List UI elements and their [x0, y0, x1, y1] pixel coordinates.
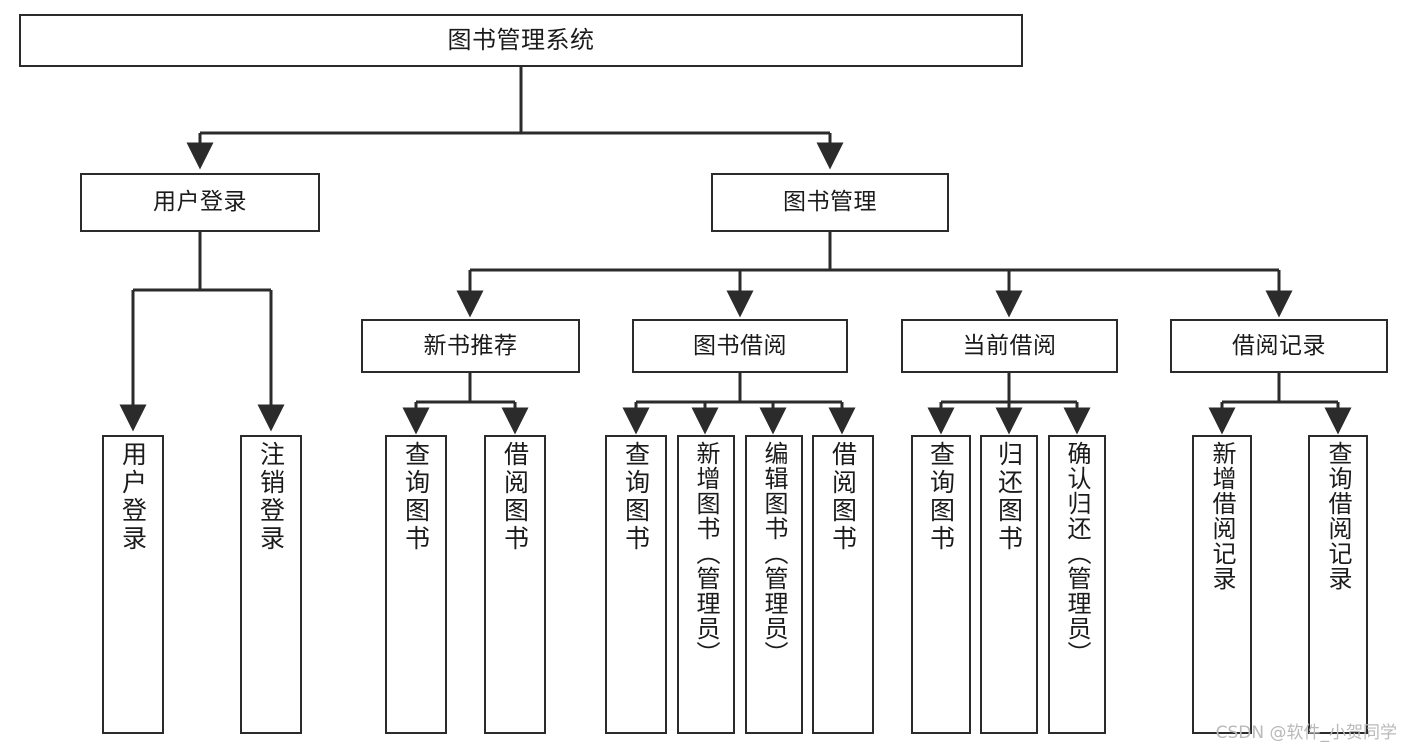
node-book-borrow[interactable]: 图书借阅 — [632, 319, 848, 373]
node-leaf-add-book-label: 新增图书（管理员） — [692, 441, 720, 666]
node-leaf-query-book-3-label: 查询图书 — [926, 441, 956, 553]
node-leaf-borrow-book-1[interactable]: 借阅图书 — [484, 435, 546, 734]
node-current-borrow[interactable]: 当前借阅 — [901, 319, 1118, 373]
node-leaf-borrow-book-1-label: 借阅图书 — [500, 441, 530, 553]
node-leaf-user-login-label: 用户登录 — [118, 441, 148, 553]
node-leaf-query-record[interactable]: 查询借阅记录 — [1308, 435, 1368, 734]
node-user-login-label: 用户登录 — [153, 189, 247, 216]
node-leaf-confirm-return-label: 确认归还（管理员） — [1063, 441, 1091, 666]
node-book-manage[interactable]: 图书管理 — [711, 173, 949, 232]
node-root-label: 图书管理系统 — [447, 25, 595, 54]
node-leaf-query-book-2[interactable]: 查询图书 — [605, 435, 667, 734]
node-leaf-edit-book-label: 编辑图书（管理员） — [760, 441, 788, 666]
node-new-book-recommend[interactable]: 新书推荐 — [361, 319, 580, 373]
node-leaf-query-record-label: 查询借阅记录 — [1324, 441, 1352, 591]
node-borrow-record-label: 借阅记录 — [1232, 332, 1326, 359]
node-leaf-add-record[interactable]: 新增借阅记录 — [1192, 435, 1252, 734]
node-leaf-add-record-label: 新增借阅记录 — [1208, 441, 1236, 591]
node-leaf-return-book[interactable]: 归还图书 — [980, 435, 1038, 734]
node-book-borrow-label: 图书借阅 — [693, 332, 787, 359]
node-leaf-query-book-3[interactable]: 查询图书 — [911, 435, 971, 734]
node-borrow-record[interactable]: 借阅记录 — [1170, 319, 1388, 373]
node-leaf-confirm-return[interactable]: 确认归还（管理员） — [1048, 435, 1106, 734]
node-leaf-return-book-label: 归还图书 — [994, 441, 1024, 553]
node-leaf-borrow-book-2[interactable]: 借阅图书 — [812, 435, 874, 734]
node-leaf-logout[interactable]: 注销登录 — [240, 435, 302, 734]
node-leaf-query-book-2-label: 查询图书 — [621, 441, 651, 553]
node-leaf-query-book-1[interactable]: 查询图书 — [385, 435, 447, 734]
node-leaf-edit-book[interactable]: 编辑图书（管理员） — [745, 435, 803, 734]
csdn-watermark: CSDN @软件_小贺同学 — [1215, 723, 1397, 743]
node-user-login[interactable]: 用户登录 — [80, 173, 320, 232]
node-leaf-user-login[interactable]: 用户登录 — [102, 435, 164, 734]
node-root[interactable]: 图书管理系统 — [19, 14, 1023, 67]
node-current-borrow-label: 当前借阅 — [962, 332, 1057, 359]
node-book-manage-label: 图书管理 — [783, 189, 877, 216]
node-leaf-logout-label: 注销登录 — [256, 441, 286, 553]
node-leaf-add-book[interactable]: 新增图书（管理员） — [677, 435, 735, 734]
node-leaf-query-book-1-label: 查询图书 — [401, 441, 431, 553]
node-new-book-recommend-label: 新书推荐 — [423, 332, 518, 359]
node-leaf-borrow-book-2-label: 借阅图书 — [828, 441, 858, 553]
